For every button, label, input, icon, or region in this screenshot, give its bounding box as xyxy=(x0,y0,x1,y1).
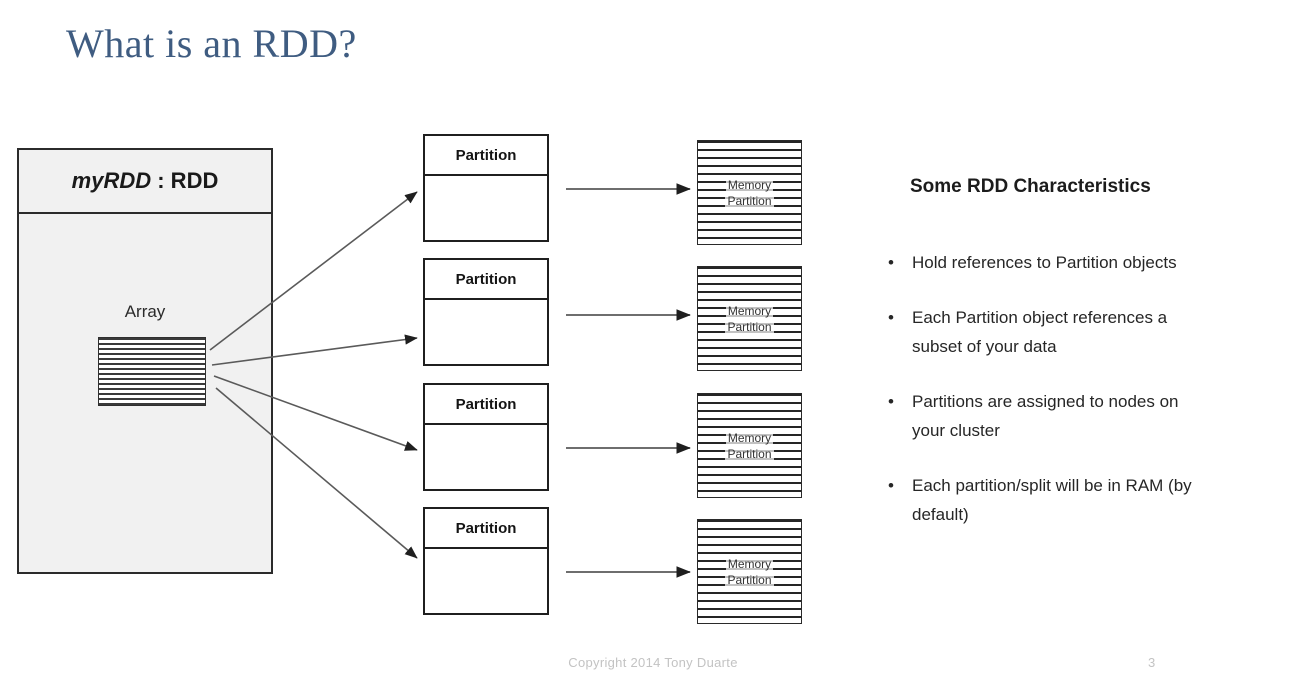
memory-partition-block: Memory Partition xyxy=(697,519,802,624)
list-item-text: Each Partition object references a subse… xyxy=(912,308,1168,356)
partition-label: Partition xyxy=(455,146,517,164)
page-title: What is an RDD? xyxy=(66,21,357,66)
partition-box: Partition xyxy=(423,383,549,491)
characteristics-heading: Some RDD Characteristics xyxy=(910,176,1151,197)
characteristics-list: • Hold references to Partition objects •… xyxy=(884,248,1214,555)
rdd-object-box: myRDD : RDD Array xyxy=(17,148,273,574)
partition-label: Partition xyxy=(455,395,517,413)
partition-box-header: Partition xyxy=(425,136,547,176)
partition-box: Partition xyxy=(423,258,549,366)
bullet-icon: • xyxy=(888,253,894,272)
list-item-text: Hold references to Partition objects xyxy=(912,253,1177,272)
memory-partition-line1: Memory xyxy=(725,302,774,319)
page-number: 3 xyxy=(1148,655,1156,670)
list-item-text: Each partition/split will be in RAM (by … xyxy=(912,476,1192,524)
list-item: • Each partition/split will be in RAM (b… xyxy=(884,471,1214,529)
memory-partition-line2: Partition xyxy=(725,192,774,209)
partition-box-header: Partition xyxy=(425,509,547,549)
memory-partition-line2: Partition xyxy=(725,445,774,462)
memory-partition-block: Memory Partition xyxy=(697,140,802,245)
array-stripes-icon xyxy=(98,337,206,406)
partition-box-header: Partition xyxy=(425,260,547,300)
partition-label: Partition xyxy=(455,270,517,288)
list-item: • Each Partition object references a sub… xyxy=(884,303,1214,361)
array-label: Array xyxy=(124,302,166,321)
list-item: • Hold references to Partition objects xyxy=(884,248,1214,277)
bullet-icon: • xyxy=(888,392,894,411)
memory-partition-block: Memory Partition xyxy=(697,266,802,371)
memory-partition-block: Memory Partition xyxy=(697,393,802,498)
rdd-type-name: : RDD xyxy=(151,168,219,193)
bullet-icon: • xyxy=(888,476,894,495)
list-item-text: Partitions are assigned to nodes on your… xyxy=(912,392,1179,440)
bullet-icon: • xyxy=(888,308,894,327)
rdd-box-title: myRDD : RDD xyxy=(72,168,219,194)
partition-box-body xyxy=(425,549,547,653)
list-item: • Partitions are assigned to nodes on yo… xyxy=(884,387,1214,445)
partition-box-header: Partition xyxy=(425,385,547,425)
footer-copyright: Copyright 2014 Tony Duarte xyxy=(568,655,738,670)
memory-partition-line2: Partition xyxy=(725,571,774,588)
memory-partition-line1: Memory xyxy=(725,176,774,193)
memory-partition-line1: Memory xyxy=(725,555,774,572)
partition-box: Partition xyxy=(423,507,549,615)
partition-label: Partition xyxy=(455,519,517,537)
rdd-box-header: myRDD : RDD xyxy=(19,150,271,214)
rdd-instance-name: myRDD xyxy=(71,168,152,193)
memory-partition-line2: Partition xyxy=(725,318,774,335)
partition-to-memory-arrows xyxy=(566,183,691,578)
partition-box: Partition xyxy=(423,134,549,242)
memory-partition-line1: Memory xyxy=(725,429,774,446)
